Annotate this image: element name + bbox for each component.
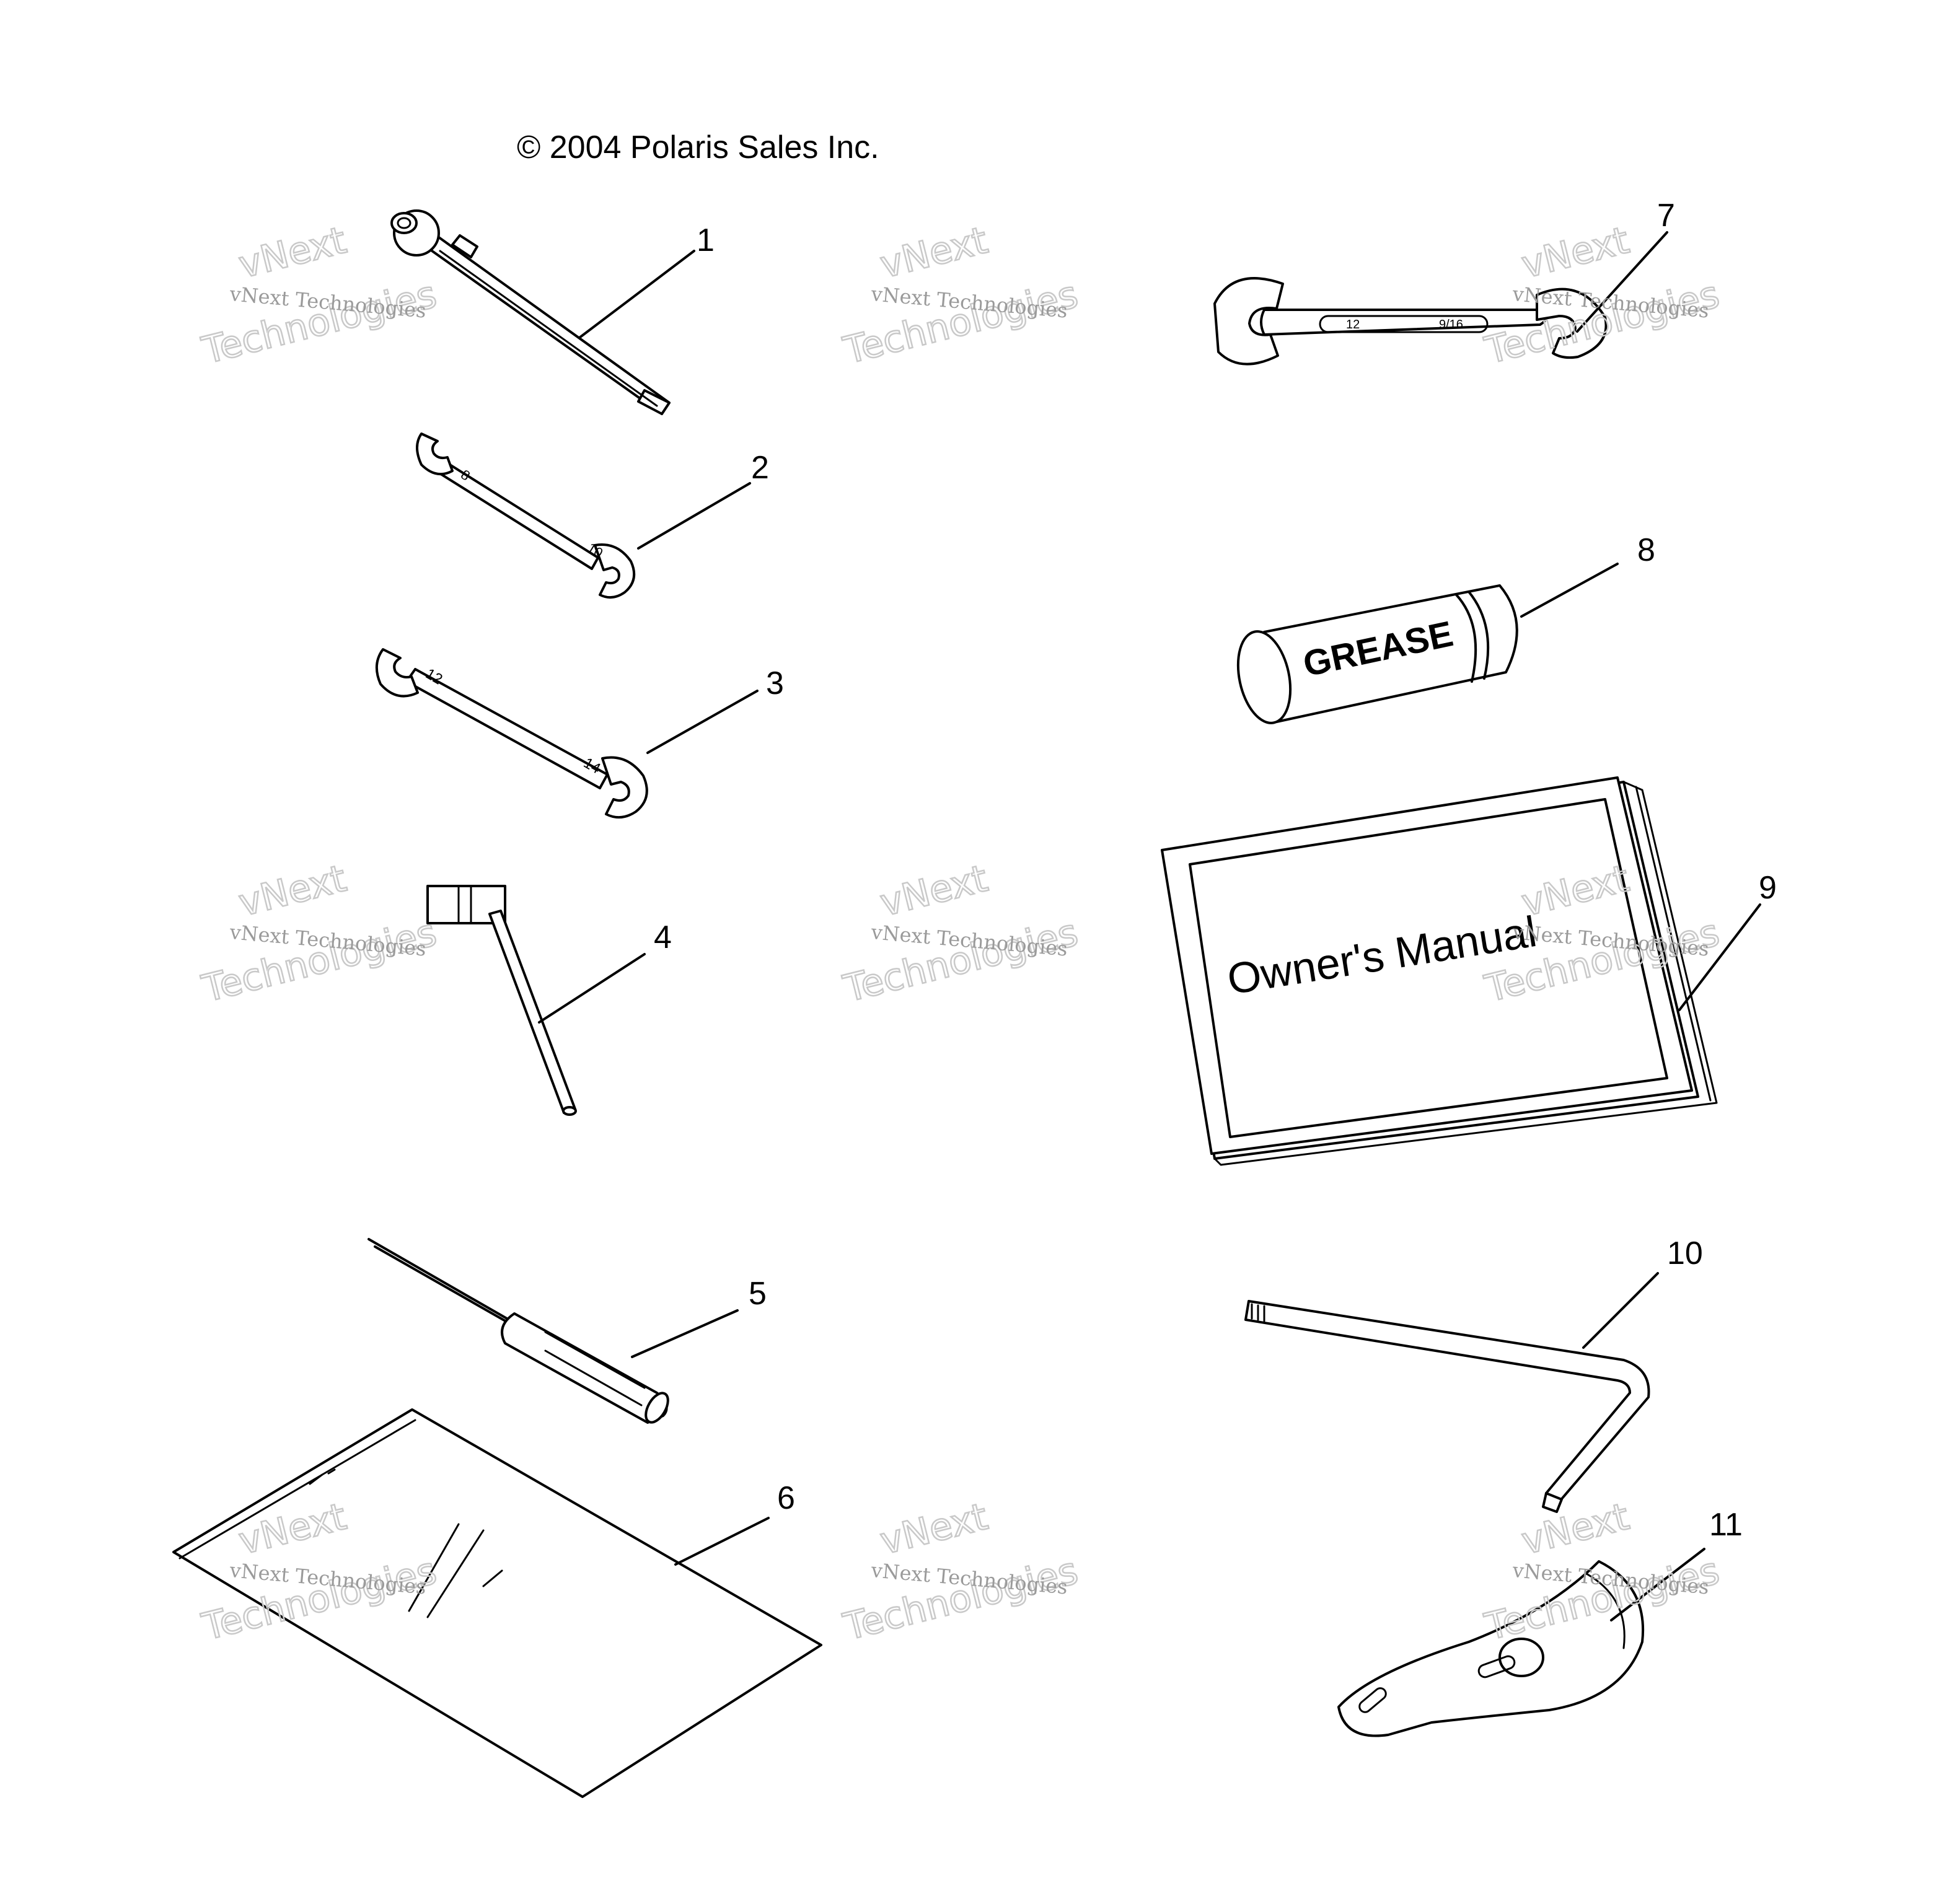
svg-text:9/16: 9/16 (1439, 318, 1463, 331)
part-11-bracket (1337, 1560, 1645, 1737)
leader-1 (578, 250, 695, 339)
watermark-4: vNext Technologies vNext Technologies (197, 856, 441, 1012)
part-10-hex-key (1244, 1300, 1650, 1513)
callout-4: 4 (654, 919, 672, 955)
callout-5: 5 (749, 1276, 767, 1312)
part-9-owners-manual: Owner's Manual (1161, 776, 1718, 1166)
leader-lines (538, 231, 1761, 1621)
leader-4 (538, 953, 646, 1024)
callout-6: 6 (777, 1480, 795, 1516)
leader-11 (1610, 1548, 1705, 1621)
leader-10 (1582, 1272, 1659, 1349)
callout-numbers: 1 2 3 4 5 6 7 8 9 10 11 (654, 198, 1777, 1543)
callout-10: 10 (1667, 1235, 1703, 1271)
copyright-text: © 2004 Polaris Sales Inc. (517, 129, 879, 165)
part-6-plastic-sheet (172, 1408, 822, 1798)
callout-2: 2 (751, 450, 769, 486)
watermark-8: vNext Technologies vNext Technologies (838, 1494, 1083, 1650)
part-4-socket-tommy-bar (426, 885, 577, 1116)
leader-7 (1576, 231, 1668, 333)
callout-3: 3 (766, 665, 784, 701)
svg-text:vNext: vNext (1518, 219, 1634, 287)
part-3-wrench: 12 14 (376, 648, 648, 819)
callout-8: 8 (1637, 532, 1655, 568)
part-7-wrench: 12 9/16 (1213, 277, 1608, 366)
part-5-screwdriver (367, 1238, 669, 1424)
svg-text:12: 12 (1346, 318, 1360, 331)
callout-7: 7 (1657, 198, 1675, 234)
svg-text:vNext: vNext (876, 219, 992, 287)
callout-1: 1 (697, 222, 715, 258)
leader-6 (674, 1517, 770, 1566)
svg-text:vNext: vNext (876, 1495, 992, 1563)
part-1-spark-plug-socket-bar (390, 209, 671, 415)
watermark-3: vNext Technologies vNext Technologies (1480, 218, 1724, 374)
callout-11: 11 (1709, 1507, 1743, 1543)
svg-text:vNext: vNext (235, 219, 351, 287)
leader-8 (1520, 563, 1619, 618)
part-2-wrench: 8 10 (416, 432, 636, 599)
part-8-grease-tube: GREASE (1236, 584, 1518, 724)
leader-5 (631, 1309, 739, 1358)
leader-3 (646, 690, 759, 754)
svg-text:vNext: vNext (235, 857, 351, 925)
leader-2 (637, 482, 751, 550)
leader-9 (1678, 903, 1761, 1011)
svg-text:vNext: vNext (876, 857, 992, 925)
svg-text:vNext: vNext (1518, 1495, 1634, 1563)
watermark-2: vNext Technologies vNext Technologies (838, 218, 1083, 374)
watermark-5: vNext Technologies vNext Technologies (838, 856, 1083, 1012)
callout-9: 9 (1759, 870, 1777, 906)
